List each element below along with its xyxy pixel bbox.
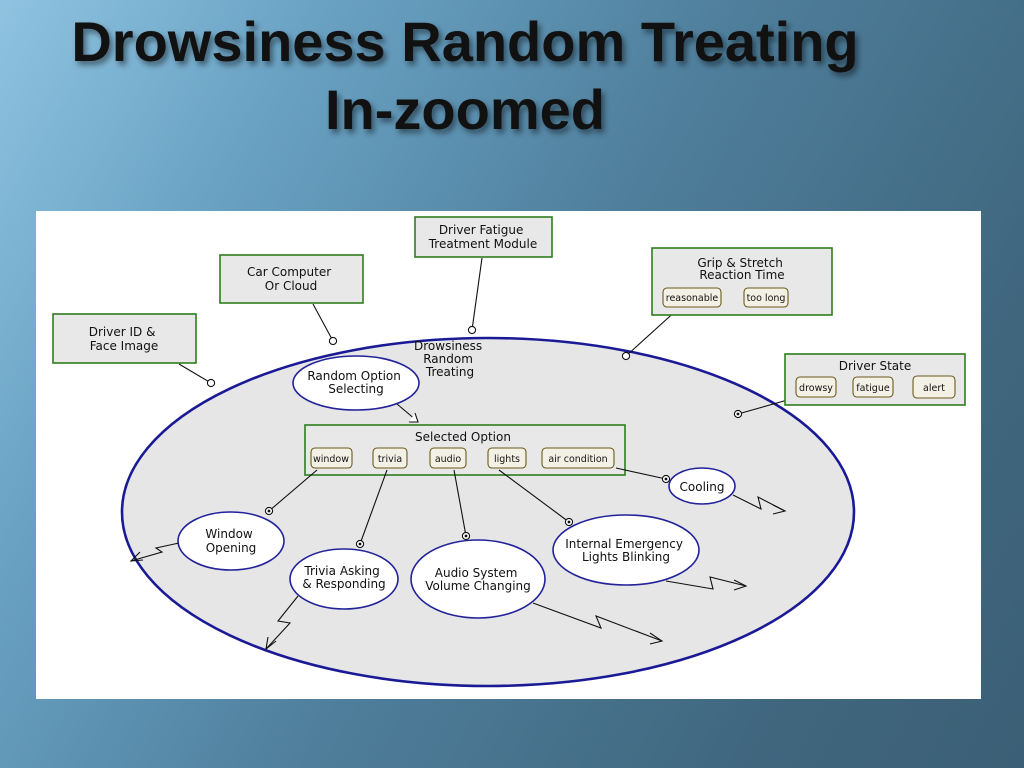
process-window-opening[interactable]: Window Opening — [177, 511, 285, 571]
process-random-option[interactable]: Random Option Selecting — [292, 355, 420, 411]
svg-text:Car Computer Or Cloud: Car Computer Or Cloud — [247, 265, 335, 293]
svg-text:Window Opening: Window Opening — [205, 527, 256, 555]
link-driver-id — [178, 363, 212, 384]
event-link-cooling — [732, 494, 787, 515]
link-car-computer — [312, 303, 334, 342]
fatigue-module-line-2: Treatment Module — [428, 237, 538, 251]
link-pin-dot-audio — [464, 534, 468, 538]
main-process-line-2: Random — [423, 352, 473, 366]
object-fatigue-module[interactable]: Driver Fatigue Treatment Module — [414, 216, 553, 258]
window-opening-line-2: Opening — [206, 541, 257, 555]
process-cooling[interactable]: Cooling — [668, 467, 736, 505]
event-link-audio — [532, 602, 664, 645]
link-pin-dot-trivia — [358, 542, 362, 546]
process-lights[interactable]: Internal Emergency Lights Blinking — [552, 514, 700, 586]
state-too-long[interactable] — [743, 287, 789, 308]
link-fatigue-module — [471, 257, 483, 331]
trivia-line-1: Trivia Asking — [303, 564, 379, 578]
window-opening-line-1: Window — [205, 527, 253, 541]
event-link-lights — [665, 576, 748, 591]
svg-text:Driver ID & Face Image: Driver ID & Face Image — [89, 325, 160, 353]
link-air-condition-state — [615, 467, 667, 480]
state-air-condition-label: air condition — [548, 454, 607, 465]
link-trivia-state — [359, 469, 388, 545]
svg-text:Trivia Asking & Respondi: Trivia Asking & Responding — [302, 564, 385, 591]
state-fatigue-label: fatigue — [856, 383, 890, 394]
object-driver-id[interactable]: Driver ID & Face Image — [52, 313, 197, 364]
state-audio-label: audio — [435, 454, 462, 465]
random-option-line-1: Random Option — [307, 369, 401, 383]
state-air-condition[interactable] — [541, 447, 615, 469]
link-pin-dot-cooling — [664, 477, 668, 481]
state-alert[interactable] — [912, 375, 956, 399]
audio-line-1: Audio System — [435, 566, 518, 580]
svg-text:Audio System Volume Chan: Audio System Volume Changing — [425, 566, 531, 593]
random-option-line-2: Selecting — [328, 382, 384, 396]
link-grip-stretch — [625, 307, 680, 357]
state-reasonable-label: reasonable — [666, 293, 719, 304]
driver-id-line-1: Driver ID & — [89, 325, 160, 339]
svg-text:Driver Fatigue Treatment: Driver Fatigue Treatment Module — [428, 223, 538, 251]
object-driver-state[interactable]: Driver State drowsy fatigue alert — [784, 353, 966, 406]
svg-text:Drowsiness Random Trea: Drowsiness Random Treating — [414, 339, 486, 379]
link-audio-state — [453, 469, 467, 537]
audio-line-2: Volume Changing — [425, 579, 531, 593]
link-pin-dot-lights — [567, 520, 571, 524]
event-link-trivia — [265, 595, 299, 651]
grip-stretch-line-2: Reaction Time — [699, 268, 784, 282]
link-pin-fatigue-module — [467, 325, 477, 335]
main-process-line-1: Drowsiness — [414, 339, 482, 353]
grip-stretch-line-1: Grip & Stretch — [697, 256, 782, 270]
title-line-2: In-zoomed — [325, 78, 605, 141]
slide-title: Drowsiness Random Treating In-zoomed — [0, 8, 930, 144]
car-computer-line-2: Or Cloud — [265, 279, 317, 293]
object-car-computer[interactable]: Car Computer Or Cloud — [219, 254, 364, 304]
object-selected-option[interactable]: Selected Option window trivia audio ligh… — [304, 424, 626, 476]
lights-line-1: Internal Emergency — [565, 537, 683, 551]
svg-text:Grip & Stretch Reaction: Grip & Stretch Reaction Time — [697, 256, 786, 282]
link-pin-grip-stretch — [621, 351, 631, 361]
state-too-long-label: too long — [747, 293, 786, 304]
cooling-label: Cooling — [680, 480, 725, 494]
state-fatigue[interactable] — [852, 376, 894, 398]
process-audio[interactable]: Audio System Volume Changing — [410, 539, 546, 619]
state-trivia-label: trivia — [378, 454, 402, 465]
link-pin-car-computer — [328, 336, 338, 346]
svg-text:Random Option Selecting: Random Option Selecting — [307, 369, 404, 396]
link-lights-state — [498, 469, 570, 523]
state-reasonable[interactable] — [662, 287, 722, 308]
event-link-window — [129, 542, 180, 562]
state-drowsy[interactable] — [795, 376, 837, 398]
driver-id-line-2: Face Image — [90, 339, 159, 353]
state-lights-label: lights — [494, 454, 520, 465]
main-process-line-3: Treating — [425, 365, 474, 379]
result-arrowhead — [409, 412, 419, 423]
selected-option-label: Selected Option — [415, 430, 511, 444]
lights-line-2: Lights Blinking — [582, 550, 670, 564]
state-lights[interactable] — [487, 447, 527, 469]
state-window-label: window — [313, 454, 349, 465]
state-trivia[interactable] — [372, 447, 408, 469]
opm-diagram: Drowsiness Random Treating Driver ID & F… — [52, 216, 966, 688]
diagram-panel: Drowsiness Random Treating Driver ID & F… — [36, 211, 981, 699]
link-pin-driver-id — [206, 378, 216, 388]
svg-text:Internal Emergency Light: Internal Emergency Lights Blinking — [565, 537, 687, 564]
state-alert-label: alert — [923, 383, 945, 394]
link-window-state — [268, 469, 318, 512]
trivia-line-2: & Responding — [302, 577, 385, 591]
object-grip-stretch[interactable]: Grip & Stretch Reaction Time reasonable … — [651, 247, 833, 316]
process-trivia[interactable]: Trivia Asking & Responding — [289, 548, 399, 610]
link-pin-dot-driver-state — [736, 412, 740, 416]
car-computer-line-1: Car Computer — [247, 265, 331, 279]
fatigue-module-line-1: Driver Fatigue — [439, 223, 524, 237]
state-drowsy-label: drowsy — [799, 383, 833, 394]
state-window[interactable] — [310, 447, 353, 469]
link-pin-dot-window — [267, 509, 271, 513]
title-line-1: Drowsiness Random Treating — [71, 10, 859, 73]
driver-state-label: Driver State — [839, 359, 912, 373]
state-audio[interactable] — [429, 447, 467, 469]
